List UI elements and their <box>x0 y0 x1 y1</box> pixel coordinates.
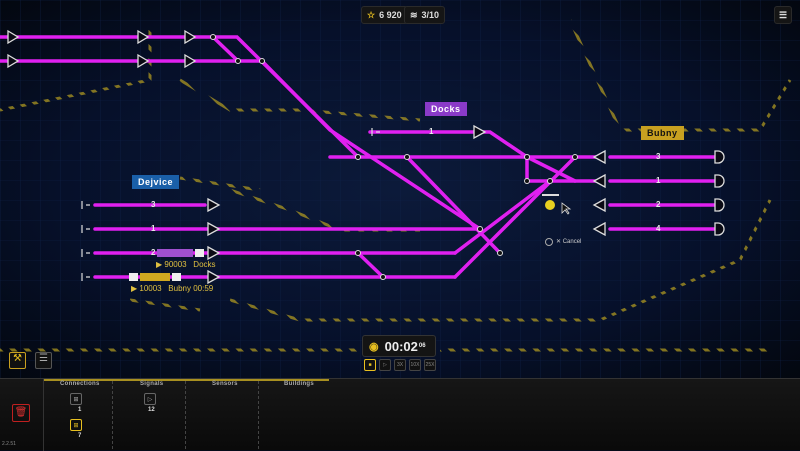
track-label: 3 <box>151 200 156 209</box>
signal-count: 12 <box>148 407 155 413</box>
trains-value: 3/10 <box>421 10 440 20</box>
connection-item-1[interactable]: ⊞ <box>70 393 82 405</box>
train-purple[interactable] <box>157 249 204 257</box>
station-docks[interactable]: Docks <box>425 102 467 116</box>
delete-button[interactable]: 🗑 <box>12 404 30 422</box>
buffer-stop-icons <box>714 150 725 236</box>
settings-sliders-button[interactable]: ☰ <box>35 352 52 369</box>
timer-icon: ◉ <box>369 340 379 353</box>
menu-button[interactable]: ☰ <box>774 6 792 24</box>
train-yellow[interactable] <box>129 273 181 281</box>
train-stack-icon: ≋ <box>410 9 418 20</box>
mouse-pointer-icon <box>561 202 572 215</box>
signal-item[interactable]: ▷ <box>144 393 156 405</box>
track-network[interactable] <box>0 0 800 378</box>
boundary-hazard <box>0 19 792 352</box>
track-label: 1 <box>656 176 661 185</box>
signal-icons[interactable] <box>7 29 606 285</box>
track-end-icons <box>81 128 380 281</box>
placement-preview <box>542 194 559 196</box>
build-mode-button[interactable]: ⚒ <box>9 352 26 369</box>
sliders-icon: ☰ <box>39 353 48 364</box>
delete-area: 🗑 2.2.51 <box>0 379 44 451</box>
track-label: 2 <box>151 248 156 257</box>
score-value: 6 920 <box>379 10 402 20</box>
stop-button[interactable]: ■ <box>364 359 376 371</box>
tab-buildings[interactable]: Buildings <box>284 381 315 387</box>
tab-signals[interactable]: Signals <box>140 381 164 387</box>
timer-sub: 06 <box>418 343 426 349</box>
controller-button-icon <box>545 238 553 246</box>
trains-badge: ≋3/10 <box>404 6 446 24</box>
trash-icon: 🗑 <box>14 407 28 418</box>
station-dejvice[interactable]: Dejvice <box>132 175 180 189</box>
connection-count: 7 <box>78 433 82 439</box>
track-label: 1 <box>151 224 156 233</box>
star-icon: ☆ <box>367 9 376 20</box>
track-label: 4 <box>656 224 661 233</box>
speed-25x-button[interactable]: 25X <box>424 359 436 371</box>
train-info-10003: ▶ 10003 Bubny 00:59 <box>131 284 214 293</box>
station-bubny[interactable]: Bubny <box>641 126 684 140</box>
build-panel: 🗑 2.2.51 Connections Signals Sensors Bui… <box>0 378 800 451</box>
track-label: 2 <box>656 200 661 209</box>
score-badge: ☆6 920 <box>361 6 408 24</box>
play-button[interactable]: ▷ <box>379 359 391 371</box>
tab-connections[interactable]: Connections <box>60 381 100 387</box>
train-info-90003: ▶ 90003 Docks <box>156 260 216 269</box>
version-label: 2.2.51 <box>2 441 16 447</box>
construction-icon: ⚒ <box>13 353 22 364</box>
placement-cursor-icon[interactable] <box>545 200 555 210</box>
connection-count: 1 <box>78 407 82 413</box>
menu-icon: ☰ <box>778 9 788 20</box>
rail-map[interactable]: ☆6 920 ≋3/10 ☰ Docks Bubny Dejvice 3 1 2… <box>0 0 800 378</box>
track-label: 3 <box>656 152 661 161</box>
cancel-hint[interactable]: ✕ Cancel <box>556 239 582 245</box>
connection-item-2[interactable]: ⊞ <box>70 419 82 431</box>
tracks[interactable] <box>0 35 717 279</box>
speed-3x-button[interactable]: 3X <box>394 359 406 371</box>
track-label: 1 <box>429 127 434 136</box>
grid <box>0 0 800 378</box>
timer-main: 00:02 <box>384 338 418 354</box>
junctions[interactable] <box>210 34 578 280</box>
speed-10x-button[interactable]: 10X <box>409 359 421 371</box>
tab-sensors[interactable]: Sensors <box>212 381 238 387</box>
